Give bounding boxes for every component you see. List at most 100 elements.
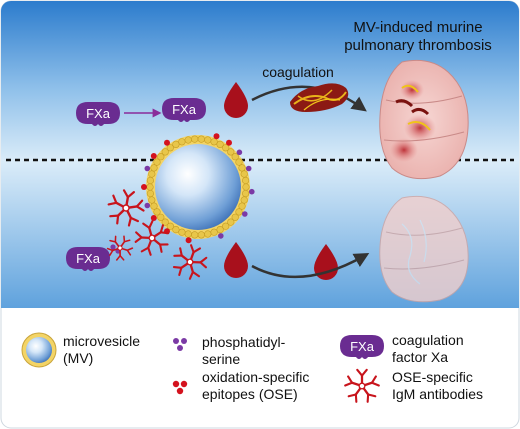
igm-antibody-icon (107, 189, 145, 227)
legend-ose-line1: oxidation-specific (202, 369, 309, 385)
igm-antibody-icon (172, 244, 208, 280)
membrane-bead (146, 183, 154, 191)
legend-microvesicle-line2: (MV) (63, 350, 93, 366)
legend-fxa: FXa coagulation factor Xa (340, 332, 464, 365)
ose-dot (226, 139, 232, 146)
legend-ps-line2: serine (202, 351, 240, 367)
membrane-bead (178, 138, 186, 146)
membrane-bead (227, 148, 235, 156)
microvesicle (141, 133, 255, 244)
membrane-bead (157, 213, 165, 221)
membrane-bead (191, 135, 199, 143)
membrane-bead (191, 231, 199, 239)
membrane-bead (153, 208, 161, 216)
membrane-bead (161, 148, 169, 156)
igm-antibody-icon (344, 368, 380, 403)
fxa-bound-icon: FXa (162, 98, 206, 122)
membrane-bead (235, 208, 243, 216)
igm-antibodies (106, 189, 208, 280)
microvesicle-core (155, 144, 241, 230)
membrane-bead (166, 222, 174, 230)
legend-microvesicle-line1: microvesicle (63, 333, 140, 349)
ose-dot (150, 215, 157, 221)
membrane-bead (238, 202, 246, 210)
membrane-bead (227, 218, 235, 226)
legend-fxa-line1: coagulation (392, 332, 464, 348)
title-line-2: pulmonary thrombosis (344, 37, 492, 54)
membrane-bead (172, 226, 180, 234)
thrombus-clot-icon (290, 83, 349, 112)
fxa-blocked-label: FXa (76, 251, 101, 266)
legend-fxa-line2: factor Xa (392, 349, 448, 365)
fxa-blocked-icon: FXa (66, 247, 110, 271)
membrane-bead (231, 213, 239, 221)
membrane-bead (146, 189, 154, 198)
fxa-free-label: FXa (86, 106, 111, 121)
membrane-bead (153, 158, 161, 166)
membrane-bead (238, 164, 246, 172)
igm-antibody-icon (134, 220, 170, 256)
coagulation-label: coagulation (262, 64, 334, 80)
no-coagulation-arrow (251, 253, 370, 279)
ose-dot (185, 237, 192, 244)
membrane-bead (172, 140, 180, 148)
ps-dot (245, 165, 252, 172)
membrane-bead (146, 176, 154, 185)
membrane-bead (184, 230, 192, 238)
ps-dot (242, 211, 248, 217)
membrane-bead (197, 231, 205, 239)
membrane-bead (150, 164, 158, 172)
membrane-bead (148, 170, 156, 178)
fxa-free-icon: FXa (76, 102, 120, 126)
membrane-bead (210, 138, 218, 146)
membrane-bead (242, 189, 250, 198)
membrane-bead (210, 228, 218, 236)
membrane-bead (197, 135, 205, 143)
legend-phosphatidylserine: phosphatidyl- serine (173, 334, 286, 367)
legend-ose-line2: epitopes (OSE) (202, 386, 298, 402)
membrane-bead (216, 226, 224, 234)
membrane-bead (204, 230, 212, 238)
legend-igm-icon (344, 368, 380, 403)
membrane-bead (222, 144, 230, 152)
membrane-bead (161, 218, 169, 226)
membrane-bead (157, 153, 165, 161)
membrane-bead (242, 176, 250, 185)
legend-igm: OSE-specific IgM antibodies (344, 368, 483, 403)
legend-ps-line1: phosphatidyl- (202, 334, 286, 350)
ose-dot (150, 153, 157, 159)
membrane-bead (166, 144, 174, 152)
membrane-bead (240, 170, 248, 178)
legend-igm-line1: OSE-specific (392, 369, 473, 385)
ps-dot (236, 149, 243, 156)
coagulation-arrow (251, 85, 367, 112)
membrane-bead (235, 158, 243, 166)
fxa-bound-label: FXa (172, 102, 197, 117)
ps-dot (249, 188, 255, 195)
membrane-bead (240, 196, 248, 204)
legend-microvesicle: microvesicle (MV) (21, 332, 140, 368)
ps-dot (144, 165, 151, 172)
ose-dot (164, 139, 170, 146)
ps-dot (144, 202, 151, 209)
membrane-bead (204, 136, 212, 144)
membrane-bead (178, 228, 186, 236)
membrane-bead (242, 183, 250, 191)
title-line-1: MV-induced murine (353, 19, 482, 36)
membrane-bead (184, 136, 192, 144)
blood-drop-top-icon (224, 82, 248, 118)
membrane-beads (141, 133, 255, 244)
membrane-bead (150, 202, 158, 210)
ose-dot (141, 184, 147, 190)
legend-fxa-badge: FXa (350, 339, 375, 354)
ps-dot (110, 244, 116, 250)
membrane-bead (231, 153, 239, 161)
ps-dot (218, 233, 224, 239)
membrane-bead (222, 222, 230, 230)
lung-healthy-icon (379, 195, 469, 303)
legend-ose: oxidation-specific epitopes (OSE) (172, 369, 309, 402)
membrane-bead (216, 140, 224, 148)
igm-antibody-icon (106, 235, 134, 261)
